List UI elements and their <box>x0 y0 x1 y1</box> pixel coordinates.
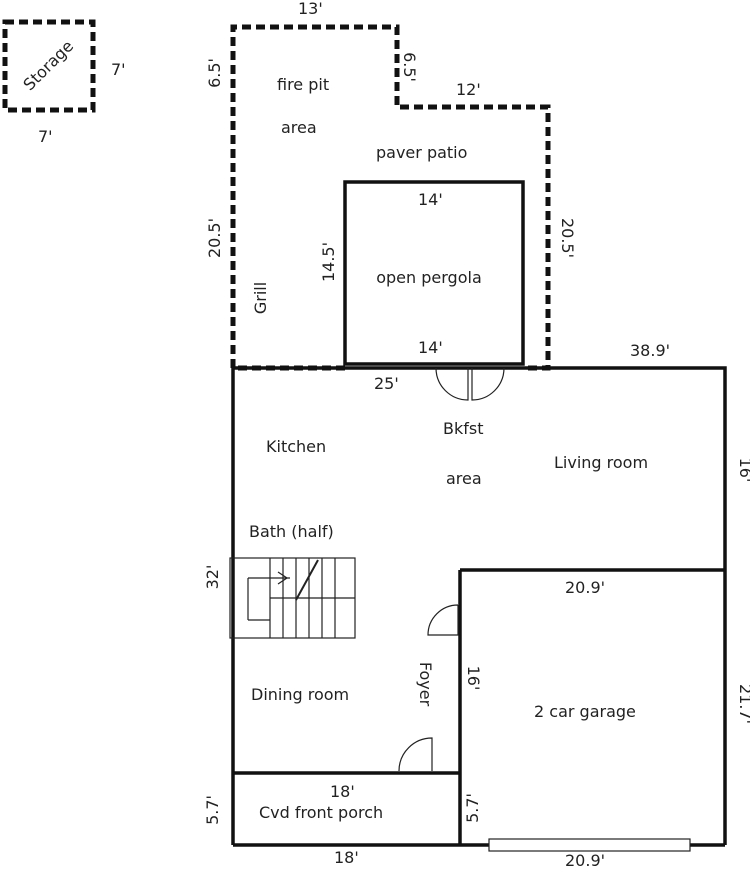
foyer-label: Foyer <box>416 662 435 707</box>
house-top-right-dimension: 38.9' <box>630 341 670 360</box>
patio-outline <box>230 24 551 371</box>
pergola-label: open pergola <box>376 268 482 287</box>
patio-notch-dimension: 6.5' <box>400 52 419 82</box>
dining-room-label: Dining room <box>251 685 349 704</box>
pergola-top-dimension: 14' <box>418 190 443 209</box>
storage-label: Storage <box>19 36 77 94</box>
storage-outline <box>2 19 96 113</box>
porch-top-dimension: 18' <box>330 782 355 801</box>
storage-bottom-dimension: 7' <box>38 127 53 146</box>
garage-bottom-dimension: 20.9' <box>565 851 605 870</box>
porch-right-dimension: 5.7' <box>463 793 482 823</box>
patio-door <box>435 367 505 401</box>
house-bottom-dimension: 18' <box>334 848 359 867</box>
patio-step-dimension: 12' <box>456 80 481 99</box>
pergola-side-dimension: 14.5' <box>319 242 338 282</box>
front-door <box>398 737 433 772</box>
staircase <box>229 557 356 639</box>
porch-left-dimension: 5.7' <box>203 795 222 825</box>
open-pergola: 14' 14' 14.5' open pergola <box>319 180 525 366</box>
house-top-left-dimension: 25' <box>374 374 399 393</box>
stair-arrow-icon <box>277 571 289 585</box>
garage-door <box>488 838 691 852</box>
garage-right-dimension: 21.7' <box>736 684 750 724</box>
bath-label: Bath (half) <box>249 522 334 541</box>
patio-left-dimension: 20.5' <box>205 218 224 258</box>
grill-label: Grill <box>251 282 270 314</box>
pergola-bottom-dimension: 14' <box>418 338 443 357</box>
patio-top-dimension: 13' <box>298 0 323 18</box>
garage: 20.9' 16' 21.7' 2 car garage 20.9' <box>464 578 750 870</box>
garage-left-dimension: 16' <box>464 666 483 691</box>
storage-shed: Storage 7' 7' <box>2 19 126 146</box>
living-room-label: Living room <box>554 453 648 472</box>
patio-right-dimension: 20.5' <box>558 218 577 258</box>
house-right-dimension: 16' <box>736 458 750 483</box>
patio-door-right-swing <box>471 367 505 401</box>
fire-pit-area-label: area <box>281 118 317 137</box>
stair-cut-line <box>295 559 319 601</box>
patio-door-left-swing <box>435 367 469 401</box>
garage-entry-door <box>427 604 459 636</box>
fire-pit-label: fire pit <box>277 75 329 94</box>
patio-left-upper-dimension: 6.5' <box>205 58 224 88</box>
kitchen-label: Kitchen <box>266 437 326 456</box>
storage-side-dimension: 7' <box>111 60 126 79</box>
paver-patio: 13' 6.5' 6.5' 12' 20.5' 20.5' fire pit a… <box>205 0 577 371</box>
house-left-dimension: 32' <box>203 565 222 590</box>
porch-label: Cvd front porch <box>259 803 383 822</box>
paver-patio-label: paver patio <box>376 143 467 162</box>
house-top-wall <box>233 366 727 570</box>
bkfst-area-label: area <box>446 469 482 488</box>
bkfst-label: Bkfst <box>443 419 483 438</box>
garage-top-dimension: 20.9' <box>565 578 605 597</box>
garage-label: 2 car garage <box>534 702 636 721</box>
pergola-outline <box>343 180 525 366</box>
